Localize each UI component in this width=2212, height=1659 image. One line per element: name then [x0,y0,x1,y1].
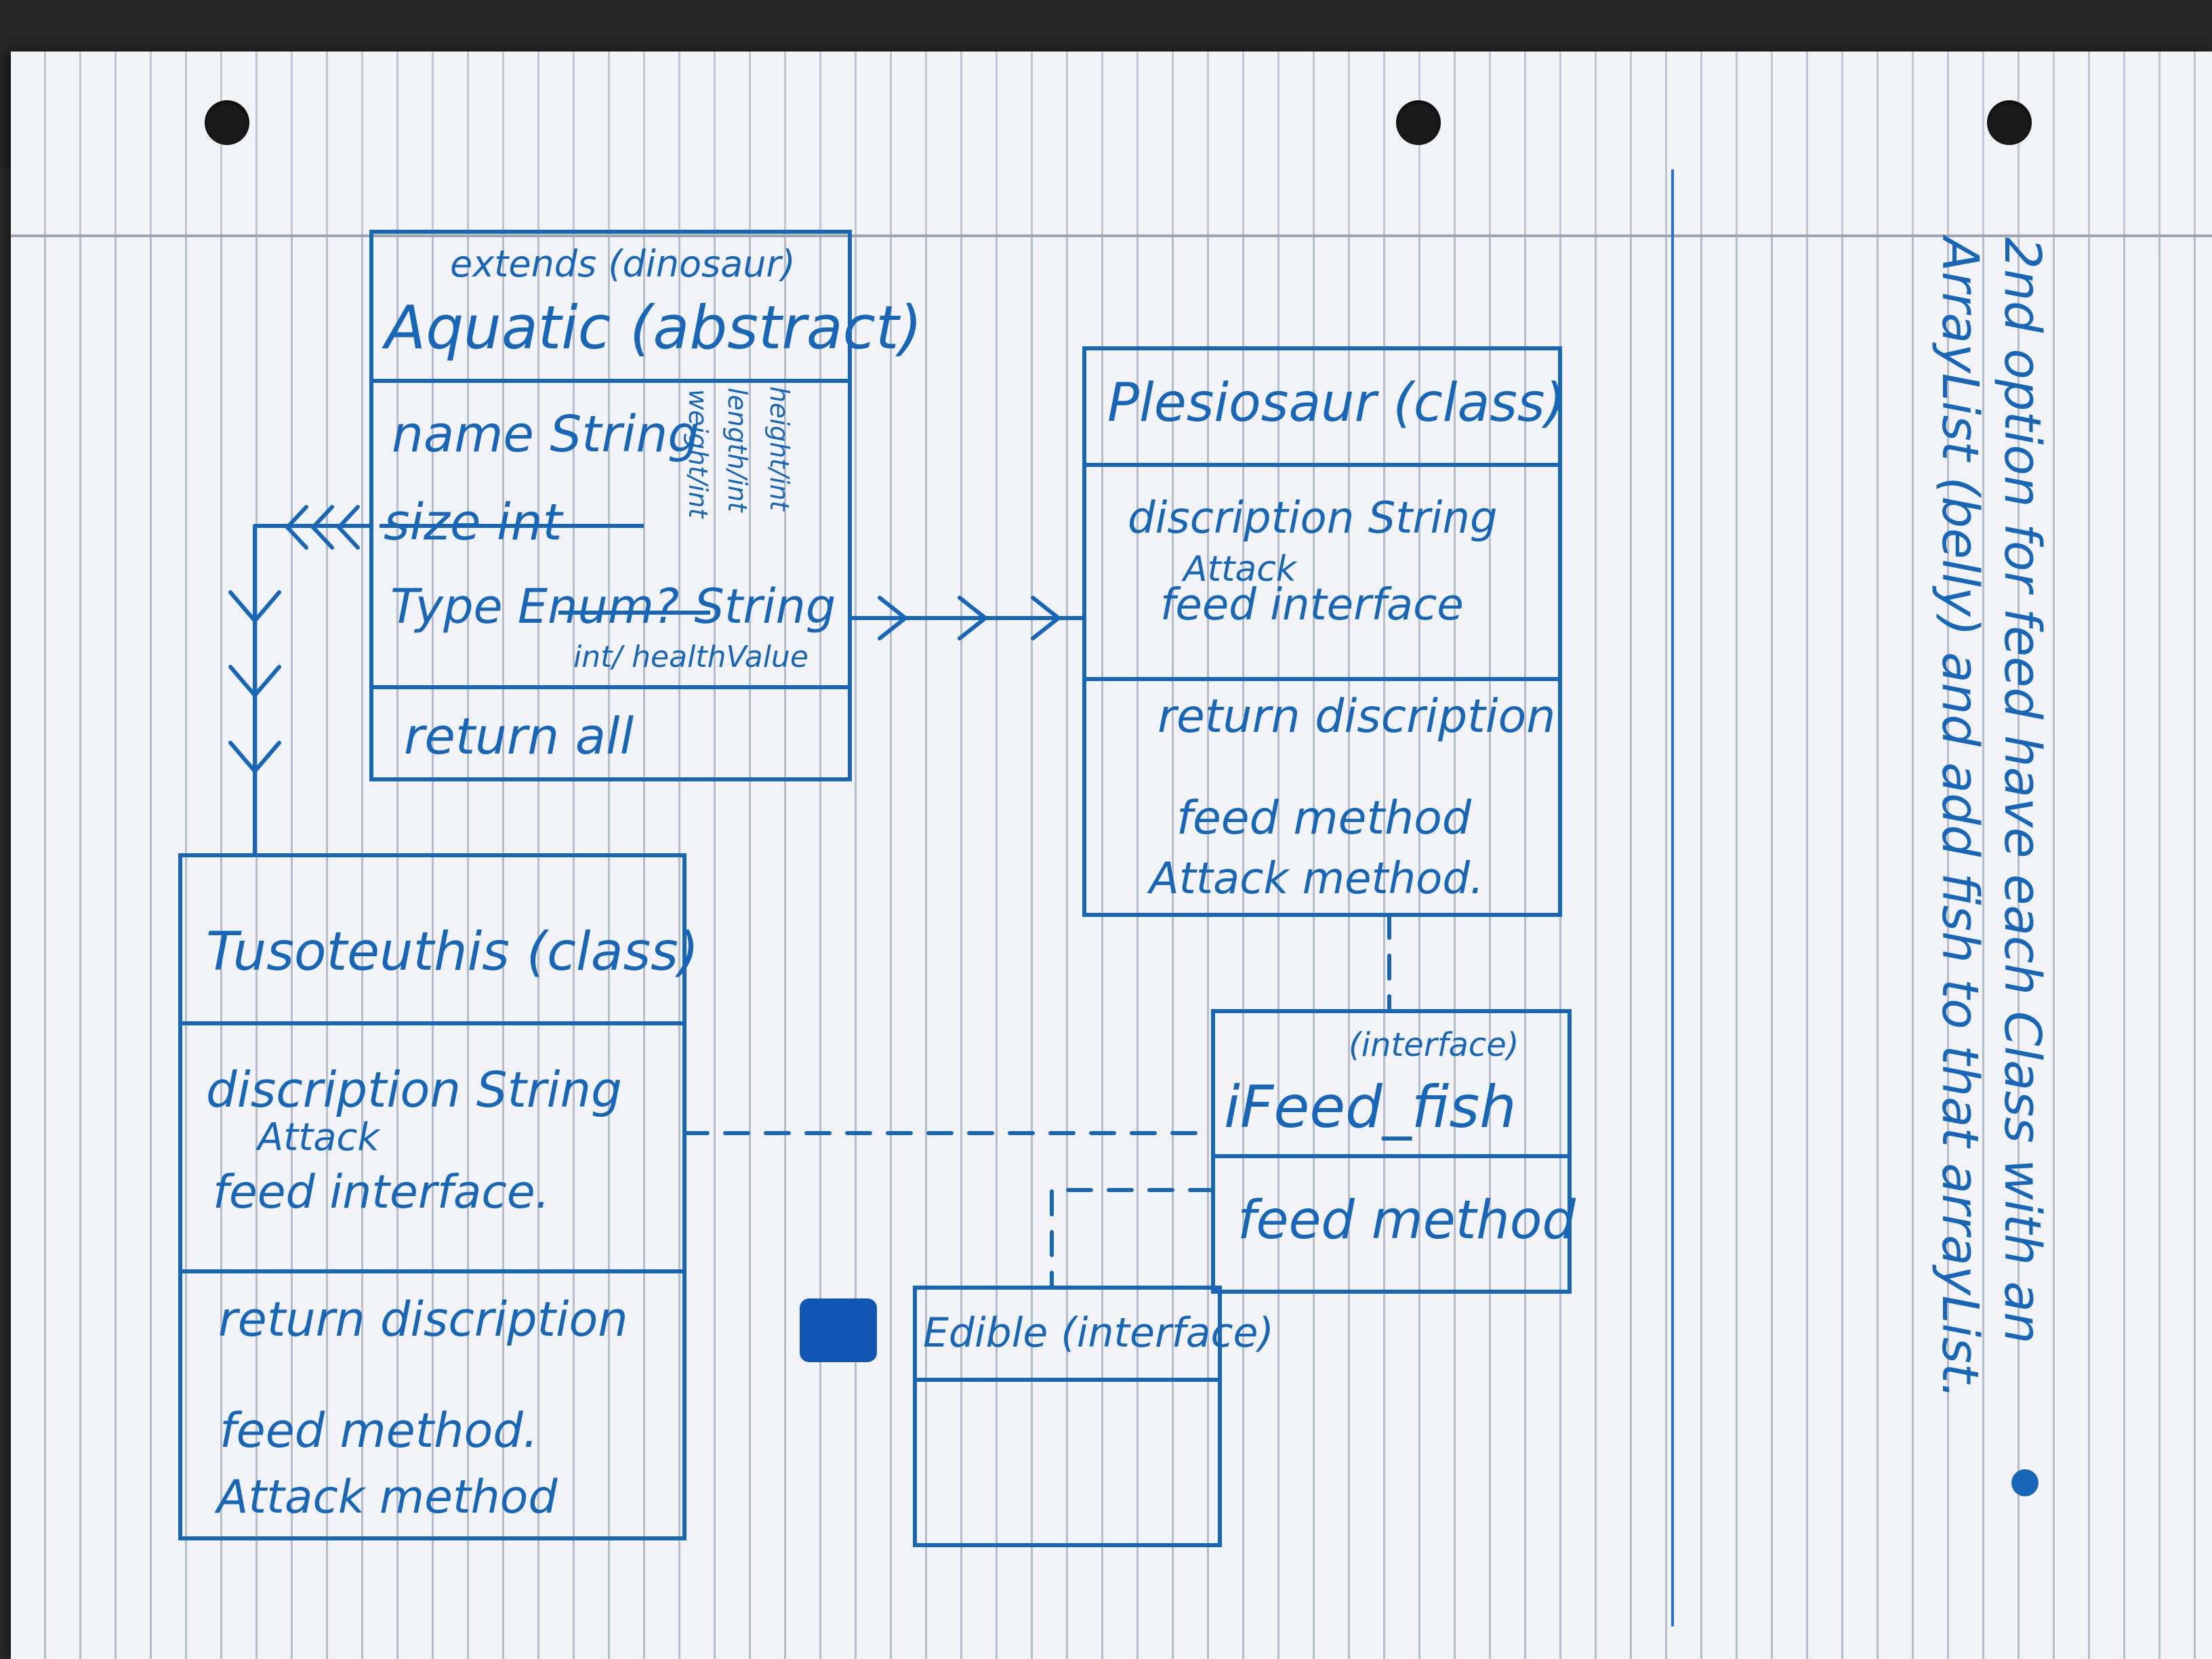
aquatic-type-note: int/ healthValue [573,640,808,674]
plesiosaur-title: Plesiosaur (class) [1107,373,1565,434]
plesiosaur-method-2: feed method [1176,792,1471,845]
tusoteuthis-method-3: Attack method [217,1471,558,1524]
aquatic-side-note-3: weight/int [683,389,713,518]
plesiosaur-attr-2: Attack [1183,549,1296,590]
tusoteuthis-class-box [178,853,687,1540]
aquatic-class-box [369,230,852,781]
tusoteuthis-title: Tusoteuthis (class) [206,922,699,983]
ifeed-fish-method-1: feed method [1237,1190,1576,1251]
aquatic-method-1: return all [404,708,634,766]
aquatic-attr-name: name String [392,405,700,464]
side-note: 2nd option for feed have each Class with… [1931,237,2051,1399]
inheritance-connector-aquatic-tusoteuthis [228,505,373,857]
inheritance-connector-aquatic-plesiosaur [848,596,1086,640]
punch-hole-3 [1987,100,2032,145]
aquatic-stereotype: extends (dinosaur) [450,243,796,285]
tusoteuthis-method-1: return discription [218,1292,628,1347]
ink-blot [800,1298,877,1362]
aquatic-title: Aquatic (abstract) [385,293,922,363]
plesiosaur-method-3: Attack method. [1149,854,1484,904]
right-margin-rule [1671,169,1674,1626]
aquatic-side-note-1: height/int [764,386,794,511]
notebook-page [11,52,2212,1659]
aquatic-attr-size: size int [384,493,562,552]
plesiosaur-method-1: return discription [1158,690,1556,743]
edible-box [913,1286,1222,1547]
tusoteuthis-attr-1: discription String [206,1061,622,1118]
edible-title: Edible (interface) [923,1309,1274,1357]
top-margin [11,52,2212,234]
punch-hole-1 [205,100,249,145]
plesiosaur-attr-3: feed interface [1160,580,1464,630]
tusoteuthis-method-2: feed method. [220,1403,539,1458]
ifeed-fish-title: iFeed_fish [1224,1073,1517,1141]
aquatic-side-note-2: length/int [722,388,752,512]
ifeed-fish-stereotype: (interface) [1349,1026,1519,1064]
top-margin-line [11,234,2212,237]
punch-hole-2 [1396,100,1441,145]
ink-dot [2011,1469,2039,1496]
aquatic-attr-type: Type Enum? String [390,579,836,634]
plesiosaur-attr-1: discription String [1128,493,1498,544]
tusoteuthis-attr-3: feed interface. [213,1166,550,1219]
plesiosaur-class-box [1082,346,1562,917]
interface-connectors [682,913,1391,1290]
tusoteuthis-attr-2: Attack [258,1115,380,1160]
strike-throughs [380,524,710,615]
